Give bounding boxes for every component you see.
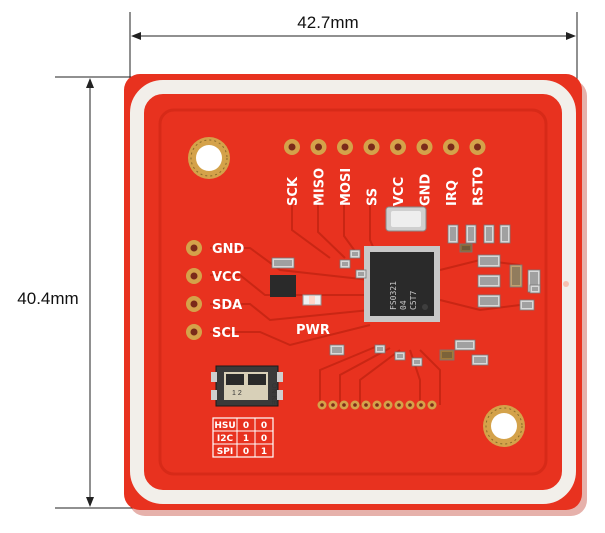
mode-table-cell: 1: [261, 447, 267, 457]
voltage-regulator: [270, 275, 296, 297]
top-pin-pad: [337, 139, 353, 155]
dip-switch-on-label: ON KE: [270, 383, 277, 405]
side-pin-pad: [186, 240, 202, 256]
test-pad: [372, 400, 382, 410]
side-pin-pad: [186, 324, 202, 340]
top-pin-label: GND: [419, 173, 434, 206]
mode-table-cell: HSU: [214, 421, 235, 431]
side-pin-labels: GND VCC SDA SCL: [212, 242, 245, 341]
mode-table-cell: 1: [243, 434, 249, 444]
top-pin-label: RSTO: [472, 167, 487, 206]
height-label: 40.4mm: [17, 289, 78, 308]
smd-component: [477, 294, 501, 308]
smd-component: [447, 224, 459, 244]
smd-component: [454, 339, 476, 351]
top-pin-pad: [310, 139, 327, 155]
test-pad: [328, 400, 338, 410]
edge-via: [563, 281, 569, 287]
smd-component: [374, 344, 386, 354]
top-header-pins: [284, 139, 486, 155]
smd-component: [499, 224, 511, 244]
smd-component: [483, 224, 495, 244]
top-pin-labels: SCK MISO MOSI SS VCC GND IRQ RSTO: [286, 167, 487, 206]
power-led: [302, 294, 322, 306]
top-pin-pad: [390, 139, 406, 155]
smd-component: [477, 274, 501, 288]
smd-component: [355, 269, 367, 279]
test-pad: [427, 400, 437, 410]
top-pin-label: IRQ: [445, 180, 460, 206]
crystal-oscillator: [385, 206, 427, 232]
dip-switch: ON KE 1 2: [211, 365, 283, 407]
smd-component: [519, 299, 535, 311]
width-dimension: 42.7mm: [129, 12, 578, 80]
smd-component: [465, 224, 477, 244]
test-pad: [416, 400, 426, 410]
top-pin-pad: [416, 139, 433, 155]
top-pin-pad: [363, 139, 380, 155]
chip-marking: 04: [399, 300, 408, 310]
smd-component: [459, 243, 473, 253]
top-pin-label: MOSI: [339, 168, 354, 206]
side-pin-label: VCC: [212, 270, 241, 285]
height-dimension: 40.4mm: [6, 76, 158, 509]
mode-table-cell: 0: [261, 434, 267, 444]
test-pad: [350, 400, 360, 410]
smd-component: [471, 354, 489, 366]
test-pad: [361, 400, 371, 410]
side-pin-label: GND: [212, 242, 245, 257]
smd-component: [394, 351, 406, 361]
side-pin-label: SDA: [212, 298, 242, 313]
mode-table-cell: 0: [243, 447, 249, 457]
side-pin-pad: [186, 268, 202, 284]
top-pin-label: SS: [366, 188, 381, 206]
pwr-label: PWR: [296, 323, 330, 338]
test-pad: [317, 400, 327, 410]
smd-component: [529, 284, 541, 294]
mode-table-cell: SPI: [217, 447, 233, 457]
top-pin-pad: [284, 139, 300, 155]
smd-component: [477, 254, 501, 268]
chip-marking: FS0321: [389, 281, 398, 310]
bottom-test-pads: [317, 400, 437, 410]
side-header-pins: [186, 240, 202, 340]
smd-component: [439, 349, 455, 361]
width-label: 42.7mm: [297, 13, 358, 32]
mode-table-cell: I2C: [217, 434, 234, 444]
mode-table-cell: 0: [261, 421, 267, 431]
top-pin-label: SCK: [286, 176, 301, 206]
side-pin-pad: [186, 296, 202, 312]
test-pad: [405, 400, 415, 410]
dip-switch-number-label: 1 2: [232, 390, 242, 397]
smd-component: [339, 259, 351, 269]
smd-component: [349, 249, 361, 259]
mounting-hole-bottom-right: [483, 405, 525, 447]
mounting-hole-top-left: [188, 137, 230, 179]
smd-component: [509, 264, 523, 288]
top-pin-label: MISO: [313, 168, 328, 206]
top-pin-label: VCC: [392, 177, 407, 206]
smd-component: [411, 357, 423, 367]
top-pin-pad: [469, 139, 486, 155]
test-pad: [394, 400, 404, 410]
mode-table-cell: 0: [243, 421, 249, 431]
test-pad: [383, 400, 393, 410]
side-pin-label: SCL: [212, 326, 239, 341]
smd-component: [271, 257, 295, 269]
top-pin-pad: [443, 139, 459, 155]
chip-marking: C5T7: [409, 291, 418, 310]
smd-component: [329, 344, 345, 356]
test-pad: [339, 400, 349, 410]
smd-components: [271, 224, 541, 367]
